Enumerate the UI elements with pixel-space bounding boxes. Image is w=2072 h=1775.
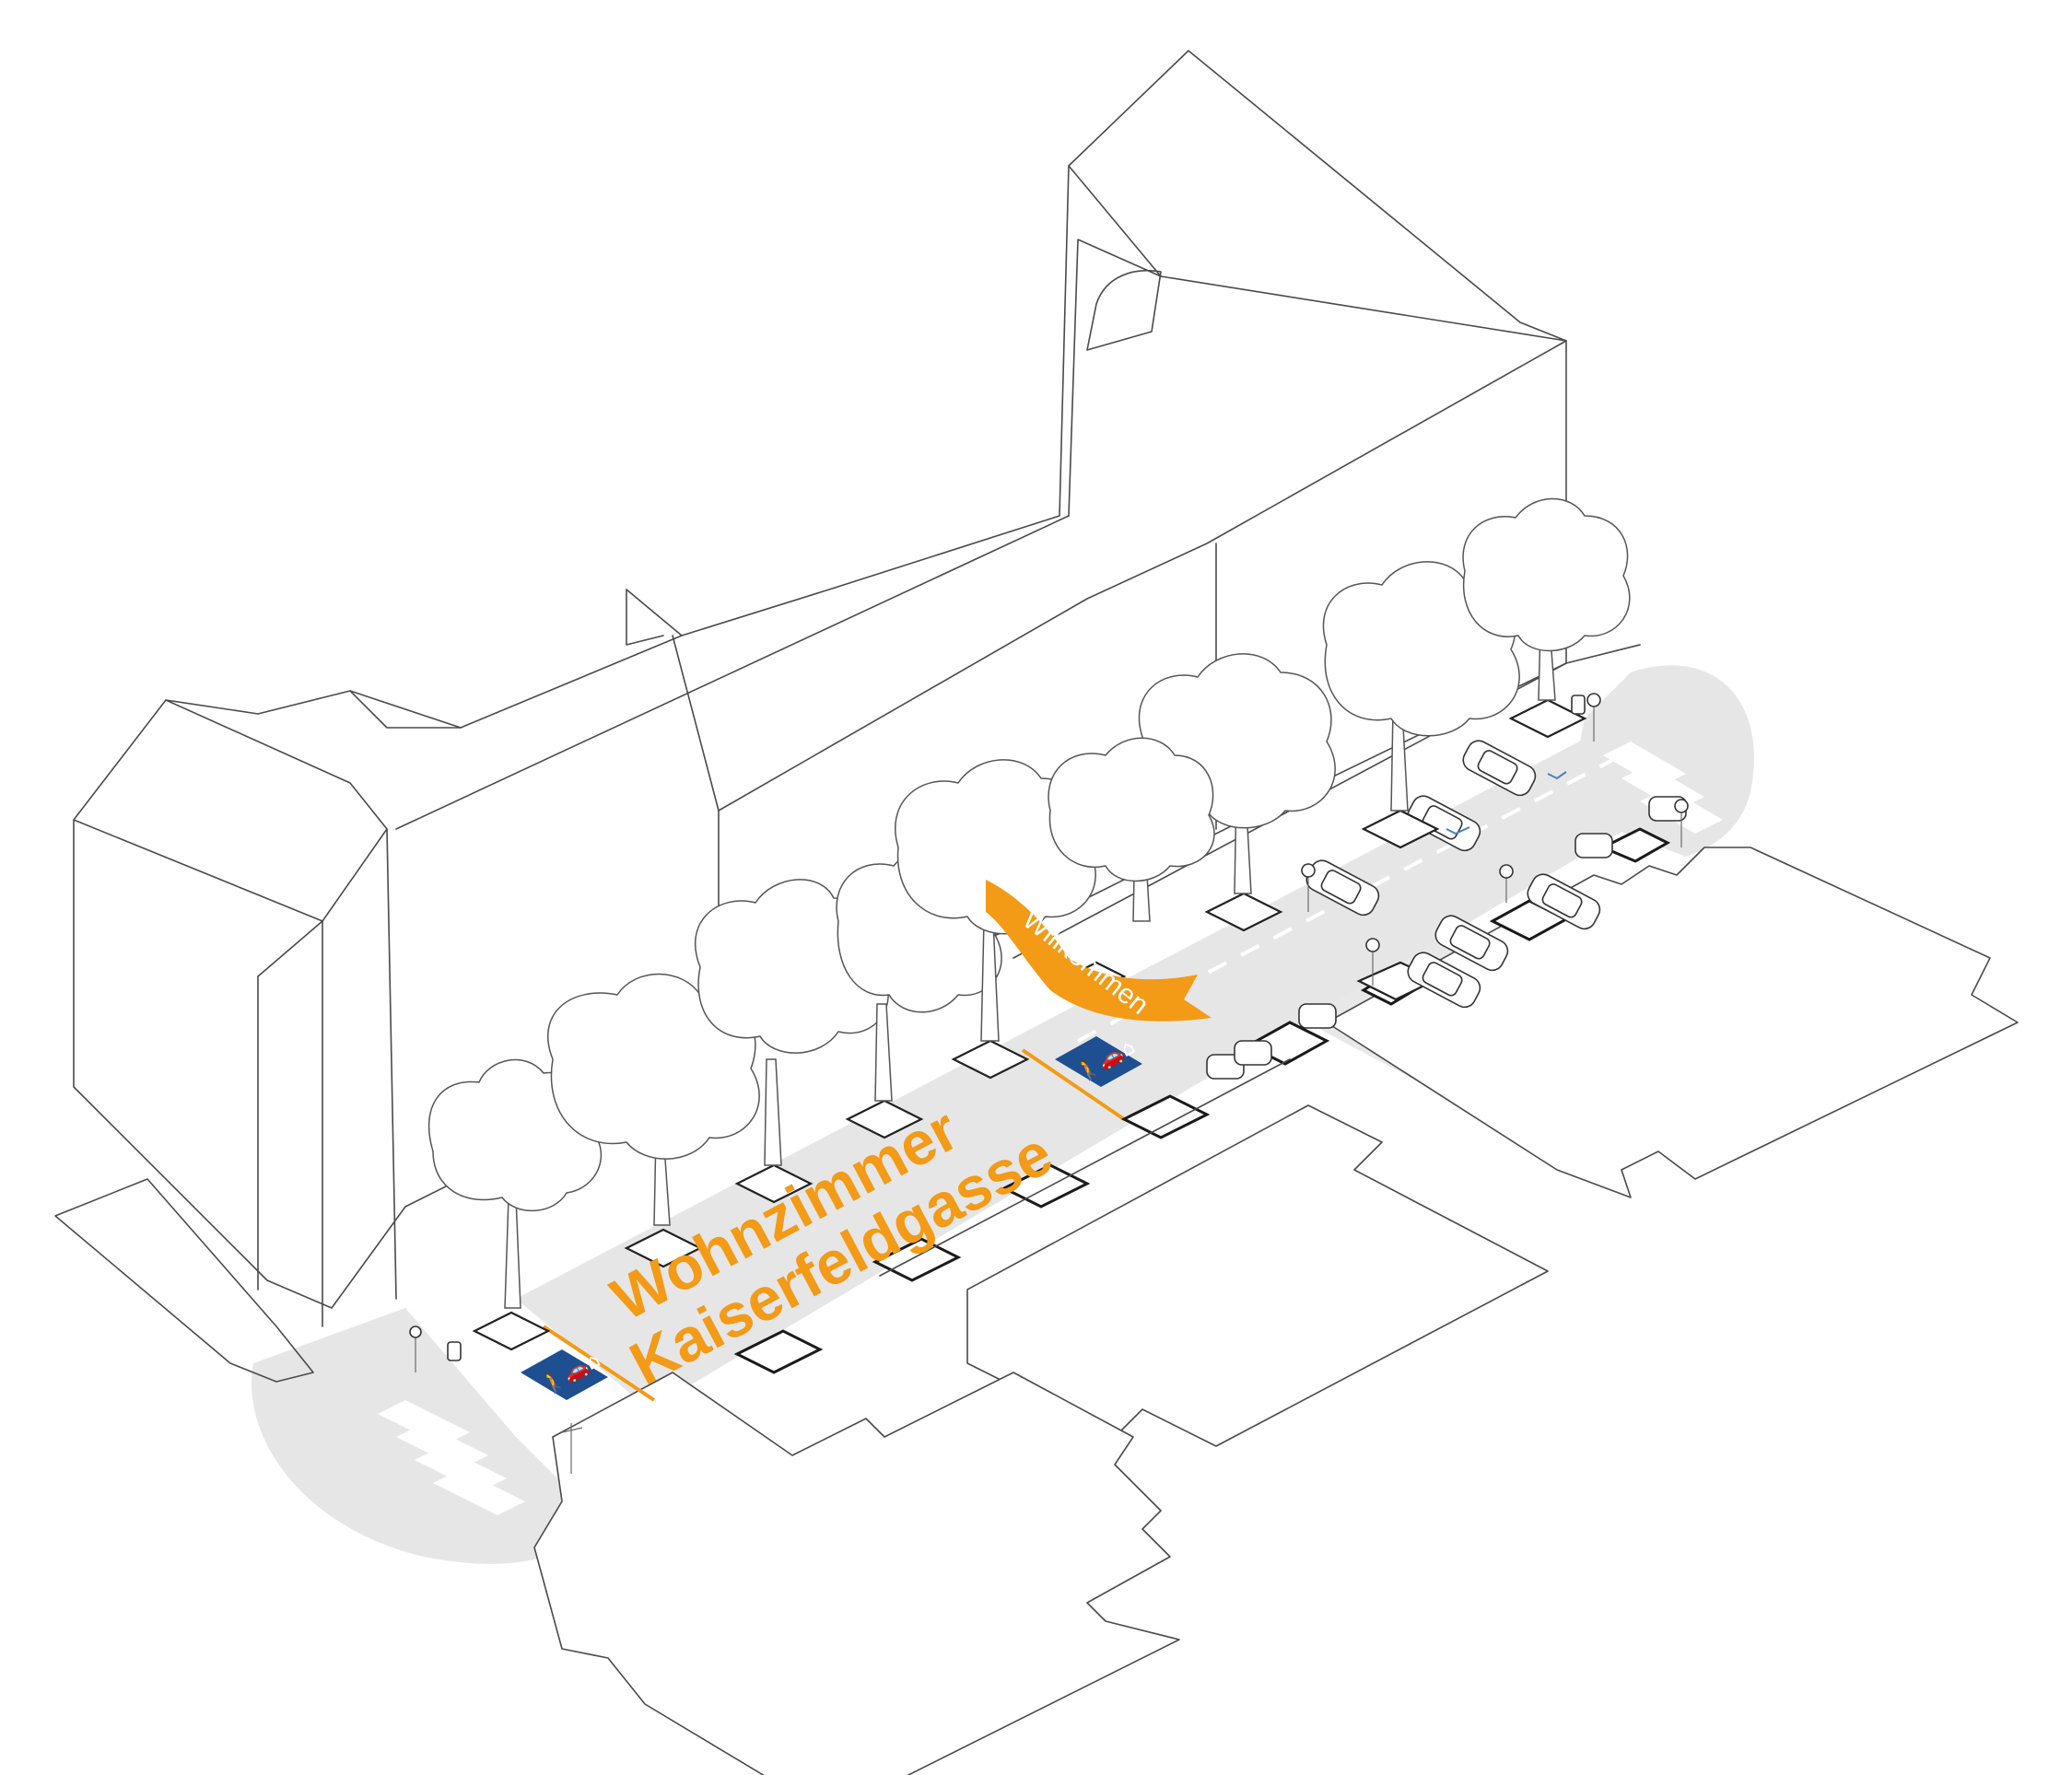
parked-cars [1305,740,1601,1009]
tree [895,759,1096,1042]
zebra-crossing-left [378,1400,525,1515]
right-block-footprint [1326,847,2019,1198]
car [1407,952,1481,1009]
tree [1048,737,1215,922]
trees [427,497,1631,1309]
lower-left-block-footprint [533,1372,1180,1775]
building-block [54,50,1641,1383]
sign-posts [409,693,1689,1474]
car [1407,795,1481,852]
car [1462,740,1537,797]
car [1305,859,1380,917]
bins [1206,796,1687,1080]
tree [1462,497,1631,701]
begegnungszone-sign-entrance: 🚶🚗⌂ [521,1348,608,1400]
planters [733,827,1671,1374]
car [1434,915,1509,972]
car [1527,873,1601,930]
tree [547,973,760,1226]
zone-boundary-lines [542,1048,1126,1402]
parking-corner-marks [1446,771,1567,835]
tree-pits [472,698,1587,1351]
